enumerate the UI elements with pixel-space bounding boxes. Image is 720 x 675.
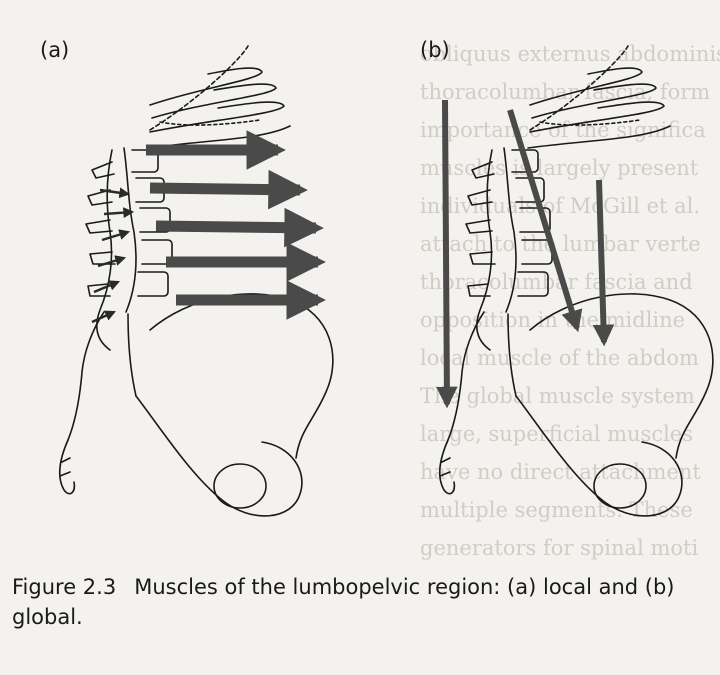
panel-a-skeleton bbox=[58, 45, 334, 517]
spine-illustrations bbox=[58, 45, 714, 517]
local-deep-fibres bbox=[91, 187, 135, 324]
panel-label-b: (b) bbox=[420, 38, 450, 62]
panel-b-skeleton bbox=[436, 45, 714, 517]
local-muscle-arrows bbox=[146, 130, 326, 320]
global-muscle-arrows bbox=[436, 99, 615, 409]
caption-text: Muscles of the lumbopelvic region: (a) l… bbox=[12, 575, 675, 629]
panel-label-a: (a) bbox=[40, 38, 70, 62]
caption-number: Figure 2.3 bbox=[12, 575, 117, 599]
lumbopelvic-figure: (a) (b) bbox=[40, 38, 714, 517]
